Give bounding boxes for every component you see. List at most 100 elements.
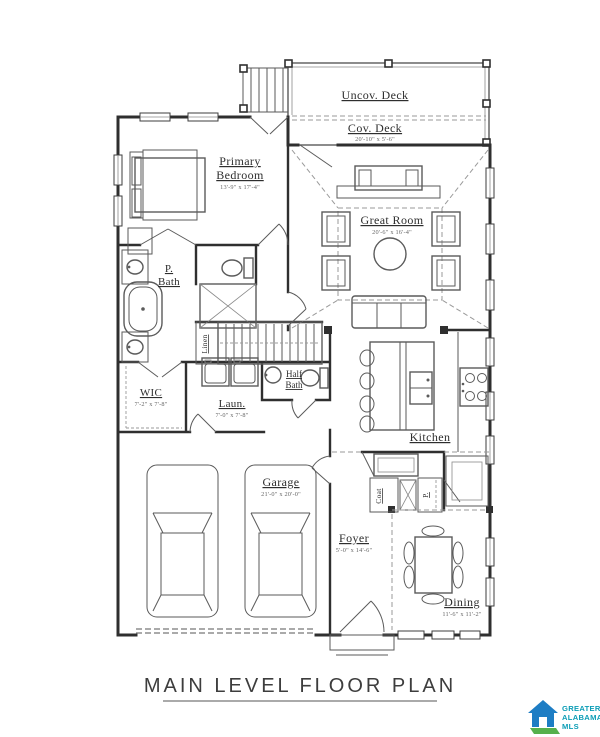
bench-icon bbox=[373, 453, 419, 477]
wic-double-door bbox=[137, 361, 183, 378]
primary-bedroom-label-2: Bedroom bbox=[216, 168, 264, 182]
half-bath-label-1: Half bbox=[286, 369, 302, 379]
deck-stairs-icon bbox=[239, 64, 289, 113]
armchair-icon bbox=[431, 255, 461, 291]
toilet-icon bbox=[221, 257, 254, 279]
toilet-icon bbox=[300, 367, 329, 389]
patio-door-leaf bbox=[299, 144, 333, 168]
faucet-dot bbox=[127, 265, 131, 269]
garage-door bbox=[136, 628, 316, 634]
bedroom-door-swing bbox=[257, 223, 289, 246]
pantry-closet bbox=[417, 477, 443, 513]
column bbox=[486, 506, 493, 513]
dining-table-icon bbox=[414, 536, 453, 594]
room-dining: Dining 11'-6" x 11'-2" bbox=[403, 525, 482, 618]
laundry-door-swing bbox=[189, 413, 217, 433]
mls-logo: GREATER ALABAMA MLS bbox=[528, 700, 600, 734]
wic-dim: 7'-2" x 7'-8" bbox=[134, 401, 167, 408]
dining-chairs bbox=[403, 525, 464, 605]
room-great-room: Great Room 20'-6" x 16'-4" bbox=[287, 144, 489, 329]
bifold-door-icon bbox=[399, 479, 417, 511]
nightstand-icon bbox=[127, 227, 153, 255]
faucet-dot bbox=[264, 373, 268, 377]
room-kitchen: Kitchen bbox=[332, 332, 490, 453]
sink-icon bbox=[126, 259, 144, 275]
round-table-icon bbox=[373, 237, 407, 271]
range-icon bbox=[459, 367, 489, 407]
column bbox=[440, 326, 448, 334]
kitchen-label: Kitchen bbox=[410, 430, 451, 444]
shower-icon bbox=[199, 283, 257, 329]
wic-label: WIC bbox=[140, 387, 162, 399]
mls-logo-text-3: MLS bbox=[562, 722, 579, 731]
sofa-icon bbox=[351, 295, 427, 329]
foyer-dining-break bbox=[391, 509, 486, 630]
laundry-label: Laun. bbox=[219, 398, 246, 410]
mud-area: Coat P. bbox=[361, 451, 489, 513]
garage-label: Garage bbox=[262, 475, 299, 489]
bed-icon bbox=[129, 149, 206, 221]
room-half-bath: Half Bath bbox=[264, 366, 329, 419]
room-primary-bedroom: Primary Bedroom 13'-9" x 17'-4" bbox=[127, 116, 289, 255]
dining-label: Dining bbox=[444, 595, 480, 609]
room-primary-bath: P. Bath bbox=[121, 249, 257, 363]
laundry-dim: 7'-0" x 7'-8" bbox=[215, 412, 248, 419]
drop-zone-closet bbox=[445, 455, 489, 507]
half-bath-door-swing bbox=[291, 399, 317, 419]
uncov-deck-label: Uncov. Deck bbox=[342, 88, 409, 102]
coat-label: Coat bbox=[374, 488, 383, 504]
deck-area: Uncov. Deck Cov. Deck 20'-10" x 5'-6" bbox=[239, 59, 491, 147]
garage-dim: 21'-0" x 20'-0" bbox=[261, 491, 301, 498]
room-laundry: Laun. 7'-0" x 7'-8" bbox=[189, 357, 259, 433]
car-icon bbox=[146, 464, 219, 618]
great-room-hall-door bbox=[287, 291, 307, 327]
column bbox=[388, 506, 395, 513]
primary-bedroom-label-1: Primary bbox=[219, 154, 260, 168]
great-room-dim: 20'-6" x 16'-4" bbox=[372, 229, 412, 236]
foyer-label: Foyer bbox=[339, 531, 369, 545]
windows bbox=[113, 112, 495, 640]
faucet-dot bbox=[127, 345, 131, 349]
vanity-icon bbox=[121, 249, 149, 285]
coat-closet bbox=[369, 477, 399, 513]
deck-door bbox=[249, 116, 289, 135]
sink-icon bbox=[126, 339, 144, 355]
primary-bedroom-dim: 13'-9" x 17'-4" bbox=[220, 184, 260, 191]
media-wall-icon bbox=[336, 165, 441, 199]
half-bath-label-2: Bath bbox=[286, 380, 303, 390]
dryer-icon bbox=[230, 357, 259, 387]
armchair-icon bbox=[321, 211, 351, 247]
room-foyer: Foyer 5'-0" x 14'-6" bbox=[329, 509, 486, 656]
room-garage: Garage 21'-0" x 20'-0" bbox=[136, 455, 331, 634]
primary-bath-label-2: Bath bbox=[158, 276, 180, 288]
garage-entry-door bbox=[311, 455, 331, 485]
house-icon bbox=[528, 700, 560, 734]
ceiling-tray bbox=[337, 207, 443, 301]
cov-deck-label: Cov. Deck bbox=[348, 121, 402, 135]
foyer-dim: 5'-0" x 14'-6" bbox=[336, 547, 373, 554]
room-wic: WIC 7'-2" x 7'-8" bbox=[125, 361, 183, 429]
front-stoop bbox=[329, 634, 395, 656]
plan-title-text: MAIN LEVEL FLOOR PLAN bbox=[144, 675, 456, 697]
primary-bath-label-1: P. bbox=[165, 263, 173, 275]
island-sink-icon bbox=[409, 371, 433, 405]
linen-label: Linen bbox=[200, 335, 209, 354]
vanity-icon bbox=[121, 331, 149, 363]
wic-shelving bbox=[125, 366, 182, 429]
dining-dim: 11'-6" x 11'-2" bbox=[442, 611, 482, 618]
washer-icon bbox=[201, 357, 230, 387]
bedroom-double-door bbox=[139, 228, 197, 246]
cov-deck-dim: 20'-10" x 5'-6" bbox=[355, 136, 395, 143]
front-door-swing bbox=[339, 600, 385, 633]
pantry-label: P. bbox=[421, 492, 430, 498]
kitchen-island-icon bbox=[359, 341, 435, 433]
great-room-label: Great Room bbox=[361, 213, 424, 227]
bathtub-icon bbox=[123, 281, 163, 337]
mls-logo-text-2: ALABAMA bbox=[562, 713, 600, 722]
plan-title: MAIN LEVEL FLOOR PLAN bbox=[144, 675, 456, 702]
mls-logo-text-1: GREATER bbox=[562, 704, 600, 713]
car-icon bbox=[244, 464, 317, 618]
deck-divider-line bbox=[292, 115, 486, 121]
